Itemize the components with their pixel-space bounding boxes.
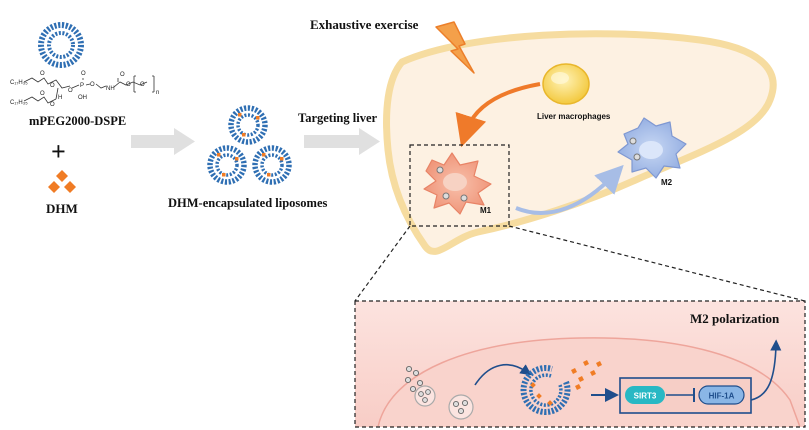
- m2-label: M2: [661, 178, 673, 187]
- dhm-label: DHM: [46, 201, 78, 216]
- lightning-icon: [435, 21, 475, 74]
- lipid-name-label: mPEG2000-DSPE: [29, 114, 126, 128]
- svg-text:n: n: [156, 90, 159, 96]
- m1-label: M1: [480, 206, 492, 215]
- endosome-vesicle-2: [448, 394, 474, 420]
- zoom-source-box: [409, 144, 510, 227]
- zoom-connector-left: [354, 225, 411, 302]
- svg-text:H: H: [58, 95, 62, 101]
- m2-macrophage: [617, 117, 687, 179]
- liposome-icon: [38, 22, 84, 68]
- svg-text:C₁₇H₃₅: C₁₇H₃₅: [10, 100, 28, 106]
- zoom-connector-right: [508, 225, 806, 302]
- svg-text:O: O: [81, 71, 86, 77]
- svg-text:O: O: [40, 71, 45, 77]
- svg-text:OH: OH: [78, 95, 87, 101]
- sirt3-node: [625, 386, 665, 404]
- polarization-output-arrow: [750, 339, 782, 401]
- svg-text:O: O: [50, 102, 55, 108]
- svg-text:O: O: [90, 82, 95, 88]
- recruitment-arrow: [455, 82, 541, 148]
- liposomes-label: DHM-encapsulated liposomes: [168, 196, 328, 210]
- vesicle-cluster: [404, 365, 424, 393]
- process-arrow-1: [131, 128, 195, 155]
- svg-text:O: O: [140, 82, 145, 88]
- svg-text:NH: NH: [106, 86, 115, 92]
- svg-text:O: O: [120, 72, 125, 78]
- sirt3-label: SIRT3: [634, 392, 657, 401]
- m2-polarization-label: M2 polarization: [690, 311, 780, 326]
- svg-text:O: O: [50, 83, 55, 89]
- liposome-cluster: [207, 105, 292, 185]
- liver-macrophages-label: Liver macrophages: [537, 112, 611, 121]
- hif1a-label: HIF-1A: [709, 392, 735, 401]
- endosome-vesicle: [414, 385, 436, 407]
- released-dhm: [571, 360, 602, 390]
- uptake-arrow: [474, 364, 532, 386]
- svg-text:O: O: [68, 88, 73, 94]
- m1-macrophage: [423, 152, 492, 215]
- svg-text:P: P: [80, 83, 84, 89]
- plus-sign: +: [51, 137, 66, 166]
- chemical-structure: C₁₇H₃₅ C₁₇H₃₅ O O O O H O P O OH O NH O …: [10, 71, 159, 108]
- hif1a-node: [698, 385, 745, 405]
- exercise-label: Exhaustive exercise: [310, 17, 419, 32]
- svg-text:O: O: [40, 91, 45, 97]
- process-arrow-2: [304, 128, 380, 155]
- polarization-arrow: [515, 164, 624, 215]
- liver-shape: [383, 30, 777, 255]
- broken-liposome: [520, 365, 571, 416]
- liver-macrophage-cell: [542, 63, 590, 105]
- targeting-label: Targeting liver: [298, 111, 377, 125]
- svg-text:O: O: [126, 82, 131, 88]
- dhm-drug-icon: [48, 170, 76, 193]
- svg-text:C₁₇H₃₅: C₁₇H₃₅: [10, 80, 28, 86]
